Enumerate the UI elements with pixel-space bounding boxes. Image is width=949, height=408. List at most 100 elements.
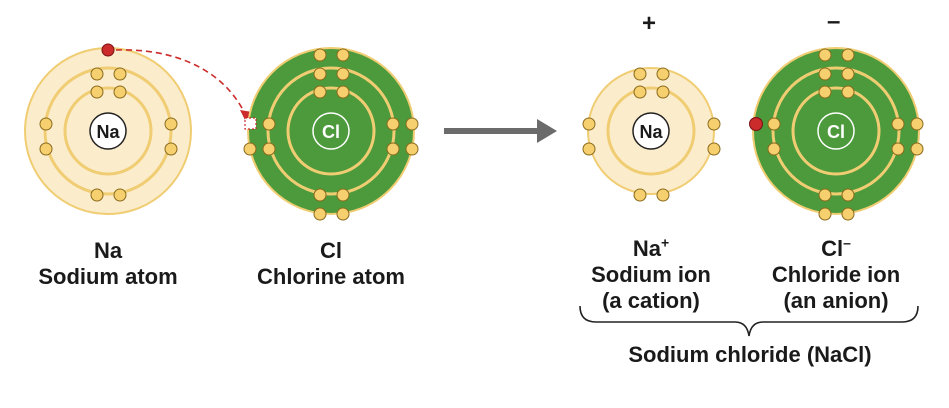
electron (336, 67, 350, 81)
electron (113, 67, 127, 81)
electron (910, 117, 924, 131)
electron (656, 188, 670, 202)
sodium-atom-nucleus (89, 112, 127, 150)
electron (405, 142, 419, 156)
electron (841, 207, 855, 221)
sodium-atom-electrons (39, 67, 178, 202)
transferred-electron (101, 43, 115, 57)
electron (113, 85, 127, 99)
electron (164, 117, 178, 131)
electron (90, 188, 104, 202)
electron (841, 48, 855, 62)
chlorine-atom-nucleus (312, 112, 350, 150)
sodium-atom-shell-1 (63, 86, 153, 176)
sodium-ion-name: Sodium ion (591, 262, 711, 287)
electron (818, 67, 832, 81)
electron (841, 85, 855, 99)
electron (891, 117, 905, 131)
sodium-ion-formula-charge: + (660, 234, 670, 251)
sodium-ion-desc: (a cation) (602, 288, 700, 313)
chlorine-atom-formula: Cl (320, 238, 342, 263)
electron (405, 117, 419, 131)
sodium-ion-label: Na+ Sodium ion (a cation) (566, 236, 736, 314)
electron (767, 142, 781, 156)
chlorine-atom-label: Cl Chlorine atom (236, 238, 426, 290)
chloride-ion-nucleus-symbol: Cl (827, 122, 845, 142)
electron (113, 188, 127, 202)
electron (633, 188, 647, 202)
sodium-atom-label: Na Sodium atom (28, 238, 188, 290)
electron (164, 142, 178, 156)
electron (582, 142, 596, 156)
sodium-ion-formula-base: Na (632, 236, 661, 261)
electron (656, 67, 670, 81)
compound-label: Sodium chloride (NaCl) (628, 342, 872, 367)
chloride-ion-label: Cl– Chloride ion (an anion) (746, 236, 926, 314)
chloride-ion-formula: Cl– (746, 236, 926, 262)
electron (336, 48, 350, 62)
electron (818, 85, 832, 99)
electron (707, 142, 721, 156)
electron (633, 85, 647, 99)
electron (336, 188, 350, 202)
electron (841, 67, 855, 81)
electron (243, 142, 257, 156)
chloride-ion-shell-1 (791, 86, 881, 176)
electron (262, 117, 276, 131)
electron (818, 188, 832, 202)
sodium-ion-nucleus-symbol: Na (639, 122, 663, 142)
electron (910, 142, 924, 156)
chloride-ion-electrons (767, 48, 924, 221)
sodium-ion-nucleus (632, 112, 670, 150)
sodium-atom: Na (24, 43, 192, 215)
chlorine-atom-electrons (243, 48, 419, 221)
electron (262, 142, 276, 156)
chloride-ion-name: Chloride ion (771, 262, 901, 287)
sodium-ion: Na (582, 67, 721, 202)
electron (313, 207, 327, 221)
electron (39, 142, 53, 156)
gained-electron (749, 117, 763, 131)
electron (313, 188, 327, 202)
chlorine-atom-name: Chlorine atom (257, 264, 405, 289)
electron (582, 117, 596, 131)
sodium-atom-shell-2 (43, 66, 173, 196)
chloride-ion-shell-2 (771, 66, 901, 196)
sodium-atom-nucleus-symbol: Na (96, 122, 120, 142)
electron (656, 85, 670, 99)
electron (841, 188, 855, 202)
electron-vacancy (244, 117, 257, 130)
chloride-ion-charge: – (827, 8, 841, 35)
electron (313, 67, 327, 81)
sodium-ion-formula: Na+ (566, 236, 736, 262)
chlorine-atom-nucleus-symbol: Cl (322, 122, 340, 142)
electron (336, 207, 350, 221)
electron (90, 67, 104, 81)
chloride-ion-desc: (an anion) (783, 288, 889, 313)
electron (90, 85, 104, 99)
chlorine-atom-shell-2 (266, 66, 396, 196)
electron (386, 142, 400, 156)
sodium-ion-charge: + (642, 10, 657, 37)
electron (818, 207, 832, 221)
chlorine-atom: Cl (243, 47, 419, 221)
electron (633, 67, 647, 81)
sodium-atom-name: Sodium atom (38, 264, 178, 289)
chlorine-atom-shell-1 (286, 86, 376, 176)
electron (767, 117, 781, 131)
chloride-ion-formula-charge: – (843, 234, 851, 251)
electron (39, 117, 53, 131)
electron (313, 48, 327, 62)
electron (891, 142, 905, 156)
electron (313, 85, 327, 99)
electron (386, 117, 400, 131)
electron (707, 117, 721, 131)
compound-brace (579, 305, 919, 337)
electron (818, 48, 832, 62)
sodium-ion-shell-1 (606, 86, 696, 176)
chloride-ion-nucleus (817, 112, 855, 150)
reaction-arrow (444, 119, 557, 143)
chloride-ion: Cl (749, 47, 924, 221)
